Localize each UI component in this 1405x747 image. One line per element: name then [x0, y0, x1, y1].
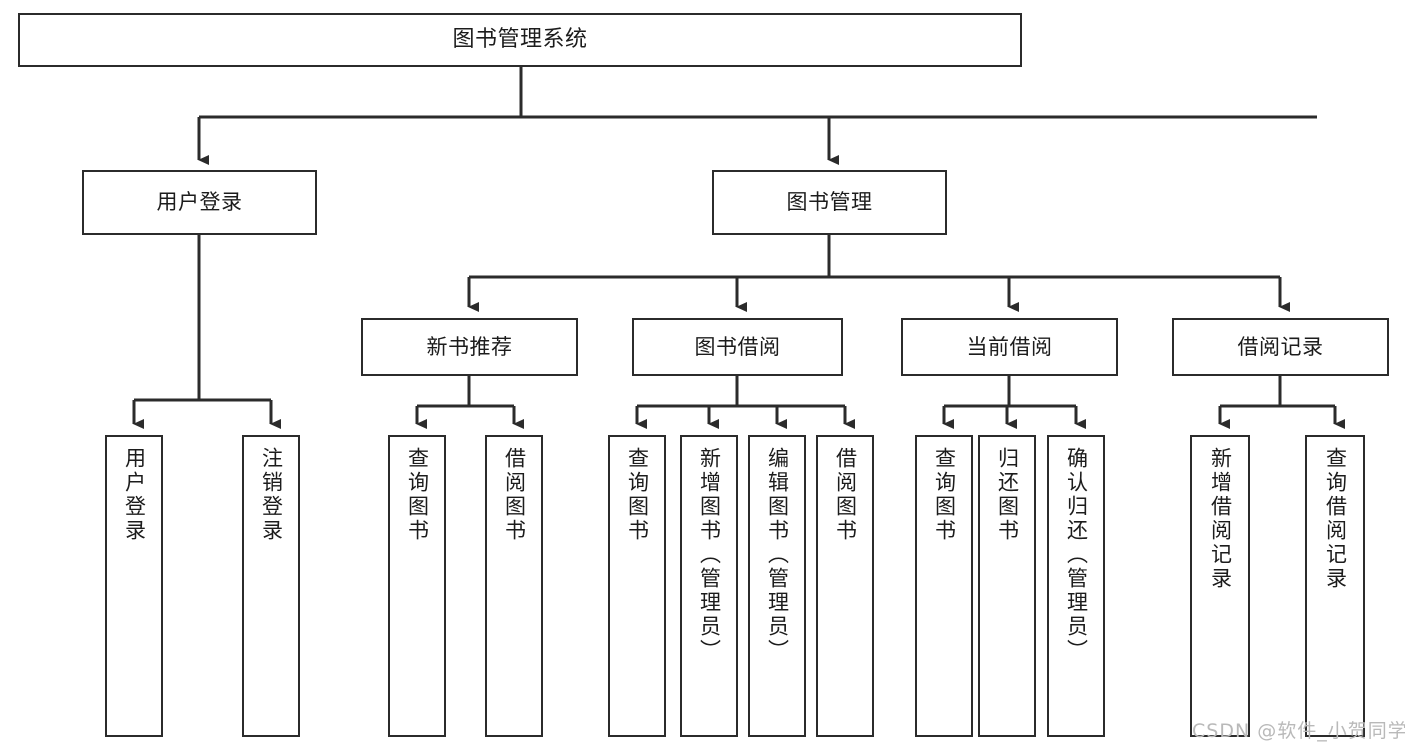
leaf-current-return-book[interactable]: 归还图书	[978, 435, 1036, 737]
leaf-borrow-edit-book-admin[interactable]: 编辑图书（管理员）	[748, 435, 806, 737]
csdn-watermark: CSDN @软件_小贺同学	[1192, 720, 1405, 742]
node-label: 新书推荐	[426, 334, 513, 359]
node-borrow-record[interactable]: 借阅记录	[1172, 318, 1389, 376]
node-label: 注销登录	[259, 447, 284, 543]
leaf-borrow-add-book-admin[interactable]: 新增图书（管理员）	[680, 435, 738, 737]
leaf-new-book-query[interactable]: 查询图书	[388, 435, 446, 737]
node-book-management[interactable]: 图书管理	[712, 170, 947, 235]
node-label: 借阅图书	[833, 447, 858, 543]
node-label: 新增图书（管理员）	[697, 447, 722, 663]
node-label: 图书借阅	[694, 334, 781, 359]
node-label: 图书管理系统	[452, 27, 588, 53]
leaf-record-add-record[interactable]: 新增借阅记录	[1190, 435, 1250, 737]
node-label: 图书管理	[786, 190, 873, 215]
node-label: 归还图书	[995, 447, 1020, 543]
node-label: 借阅记录	[1237, 334, 1324, 359]
node-label: 查询图书	[932, 447, 957, 543]
leaf-record-query-record[interactable]: 查询借阅记录	[1305, 435, 1365, 737]
node-book-borrow[interactable]: 图书借阅	[632, 318, 843, 376]
node-new-book-recommend[interactable]: 新书推荐	[361, 318, 578, 376]
node-current-borrow[interactable]: 当前借阅	[901, 318, 1118, 376]
leaf-user-login-login[interactable]: 用户登录	[105, 435, 163, 737]
leaf-borrow-query-book[interactable]: 查询图书	[608, 435, 666, 737]
leaf-current-confirm-return-admin[interactable]: 确认归还（管理员）	[1047, 435, 1105, 737]
node-label: 查询图书	[625, 447, 650, 543]
leaf-borrow-borrow-book[interactable]: 借阅图书	[816, 435, 874, 737]
node-label: 新增借阅记录	[1208, 447, 1233, 591]
node-label: 当前借阅	[966, 334, 1053, 359]
leaf-current-query-book[interactable]: 查询图书	[915, 435, 973, 737]
node-label: 用户登录	[122, 447, 147, 543]
node-label: 编辑图书（管理员）	[765, 447, 790, 663]
node-label: 用户登录	[156, 190, 243, 215]
node-label: 借阅图书	[502, 447, 527, 543]
node-user-login[interactable]: 用户登录	[82, 170, 317, 235]
node-label: 查询图书	[405, 447, 430, 543]
leaf-new-book-borrow[interactable]: 借阅图书	[485, 435, 543, 737]
leaf-user-login-logout[interactable]: 注销登录	[242, 435, 300, 737]
node-root-book-management-system[interactable]: 图书管理系统	[18, 13, 1022, 67]
node-label: 查询借阅记录	[1323, 447, 1348, 591]
node-label: 确认归还（管理员）	[1064, 447, 1089, 663]
